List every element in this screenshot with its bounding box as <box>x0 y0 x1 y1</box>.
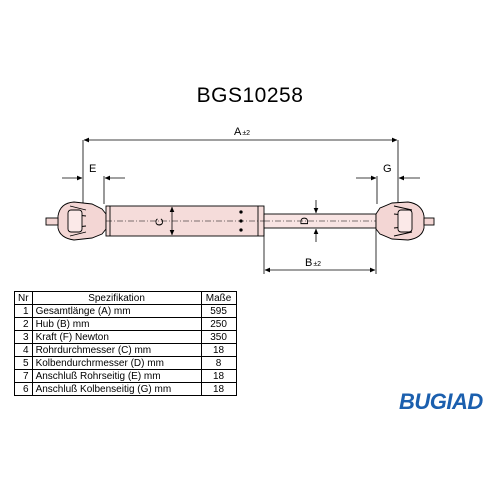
row-spec: Anschluß Rohrseitig (E) mm <box>31 369 202 383</box>
dimension-g-label: G <box>383 163 392 175</box>
brand-logo: BUGIAD <box>399 389 483 414</box>
table-row: 2 Hub (B) mm 250 <box>14 317 237 331</box>
row-value: 250 <box>200 317 237 331</box>
row-value: 8 <box>200 356 237 370</box>
dimension-b-label: B±2 <box>305 257 321 269</box>
row-nr: 7 <box>14 369 33 383</box>
dimension-c-label: C <box>154 218 166 226</box>
header-spec: Spezifikation <box>31 291 202 305</box>
row-spec: Gesamtlänge (A) mm <box>31 304 202 318</box>
dimension-e <box>62 175 125 204</box>
table-header-row: Nr Spezifikation Maße <box>14 291 237 305</box>
row-value: 595 <box>200 304 237 318</box>
header-nr: Nr <box>14 291 33 305</box>
piston-rod <box>263 213 377 229</box>
cylinder-tube <box>105 205 265 237</box>
right-end-fitting <box>375 201 435 241</box>
header-value: Maße <box>200 291 237 305</box>
row-spec: Kolbendurchrmesser (D) mm <box>31 356 202 370</box>
row-spec: Hub (B) mm <box>31 317 202 331</box>
row-value: 18 <box>200 343 237 357</box>
table-row: 6 Anschluß Kolbenseitig (G) mm 18 <box>14 382 237 396</box>
row-spec: Rohrdurchmesser (C) mm <box>31 343 202 357</box>
row-value: 350 <box>200 330 237 344</box>
dimension-d-label: D <box>299 217 311 225</box>
row-nr: 6 <box>14 382 33 396</box>
dimension-a <box>82 137 399 208</box>
table-row: 7 Anschluß Rohrseitig (E) mm 18 <box>14 369 237 383</box>
dimension-b <box>263 228 377 274</box>
product-code-title: BGS10258 <box>196 84 304 107</box>
row-nr: 2 <box>14 317 33 331</box>
table-row: 5 Kolbendurchrmesser (D) mm 8 <box>14 356 237 370</box>
dimension-e-label: E <box>89 163 96 175</box>
left-end-fitting <box>45 201 107 241</box>
row-nr: 5 <box>14 356 33 370</box>
row-nr: 4 <box>14 343 33 357</box>
specification-table: Nr Spezifikation Maße 1 Gesamtlänge (A) … <box>14 291 237 396</box>
table-row: 3 Kraft (F) Newton 350 <box>14 330 237 344</box>
table-row: 1 Gesamtlänge (A) mm 595 <box>14 304 237 318</box>
table-row: 4 Rohrdurchmesser (C) mm 18 <box>14 343 237 357</box>
row-nr: 3 <box>14 330 33 344</box>
row-spec: Kraft (F) Newton <box>31 330 202 344</box>
row-nr: 1 <box>14 304 33 318</box>
row-value: 18 <box>200 369 237 383</box>
dimension-g <box>356 175 420 204</box>
row-spec: Anschluß Kolbenseitig (G) mm <box>31 382 202 396</box>
dimension-a-label: A±2 <box>234 126 250 138</box>
row-value: 18 <box>200 382 237 396</box>
